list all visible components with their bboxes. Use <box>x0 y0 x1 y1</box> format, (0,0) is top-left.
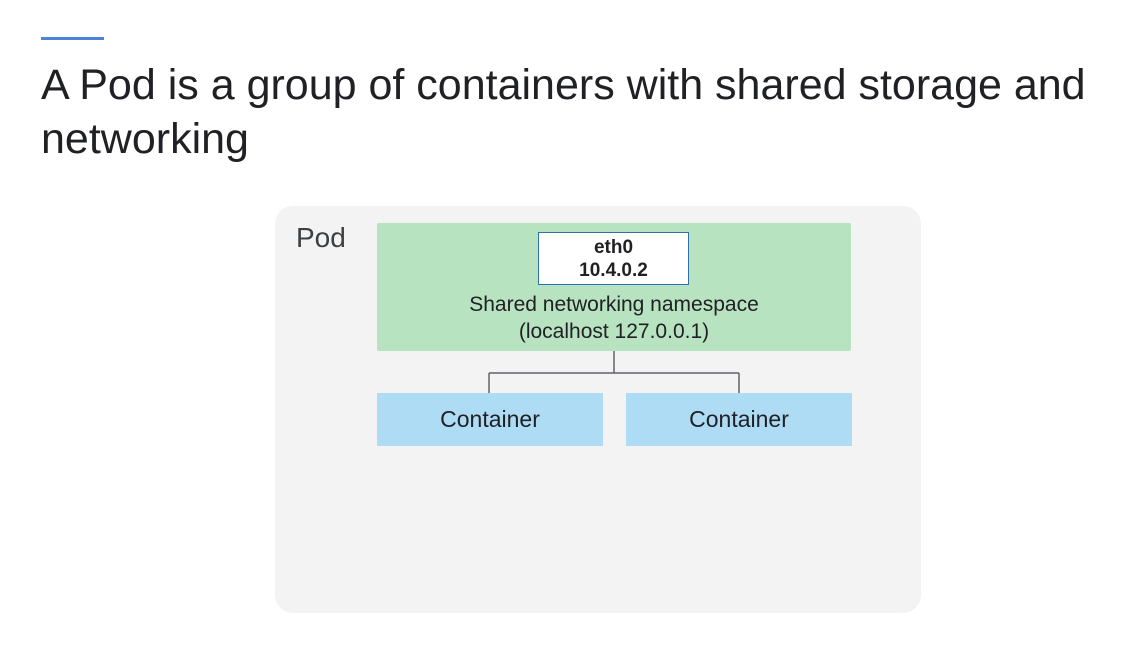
slide-title: A Pod is a group of containers with shar… <box>41 61 1086 163</box>
pod-label: Pod <box>296 222 346 253</box>
title-accent-line <box>41 37 104 40</box>
interface-name: eth0 <box>593 237 634 258</box>
network-label-line2: (localhost 127.0.0.1) <box>518 320 710 343</box>
network-namespace-label: Shared networking namespace (localhost 1… <box>377 291 851 345</box>
container-box-right: Container <box>626 393 852 446</box>
container-box-left: Container <box>377 393 603 446</box>
interface-ip: 10.4.0.2 <box>579 260 648 281</box>
network-label-line1: Shared networking namespace <box>469 293 759 316</box>
eth0-interface-box: eth0 10.4.0.2 <box>538 232 689 285</box>
